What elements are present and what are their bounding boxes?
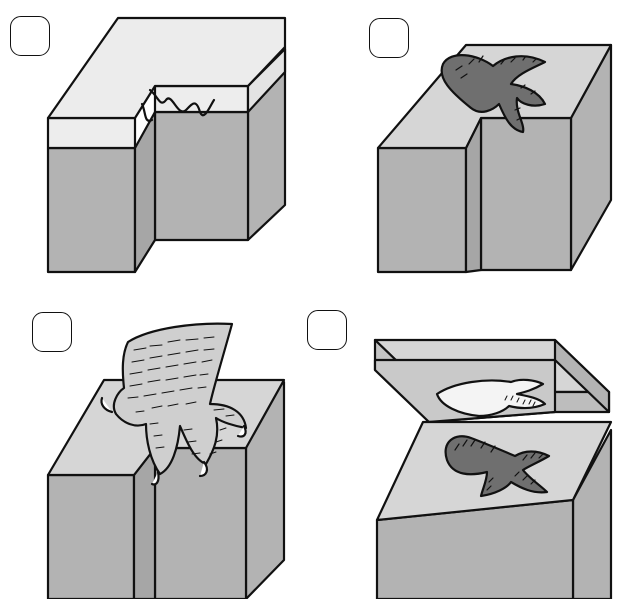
block-front-left-face: [48, 148, 135, 272]
panel-4: [311, 300, 622, 599]
block-front-right-face: [155, 112, 248, 240]
notch-side-face: [135, 112, 155, 272]
label-text-1: [11, 17, 49, 55]
label-box-1: [10, 16, 50, 56]
block-front-right-face: [481, 118, 571, 270]
label-text-4: [308, 311, 346, 349]
panel-2-drawing: [311, 0, 622, 299]
block-front-right-face: [155, 448, 246, 599]
label-box-4: [307, 310, 347, 350]
panel-1: [0, 0, 311, 299]
sediment-front-left: [48, 118, 135, 148]
panel-2: [311, 0, 622, 299]
block-front-left-face: [378, 148, 466, 272]
panel-4-drawing: [311, 300, 622, 599]
label-text-3: [33, 313, 71, 351]
panel-3: [0, 300, 311, 599]
block-front-left-face: [48, 475, 134, 599]
label-box-3: [32, 312, 72, 352]
label-box-2: [369, 18, 409, 58]
label-text-2: [370, 19, 408, 57]
